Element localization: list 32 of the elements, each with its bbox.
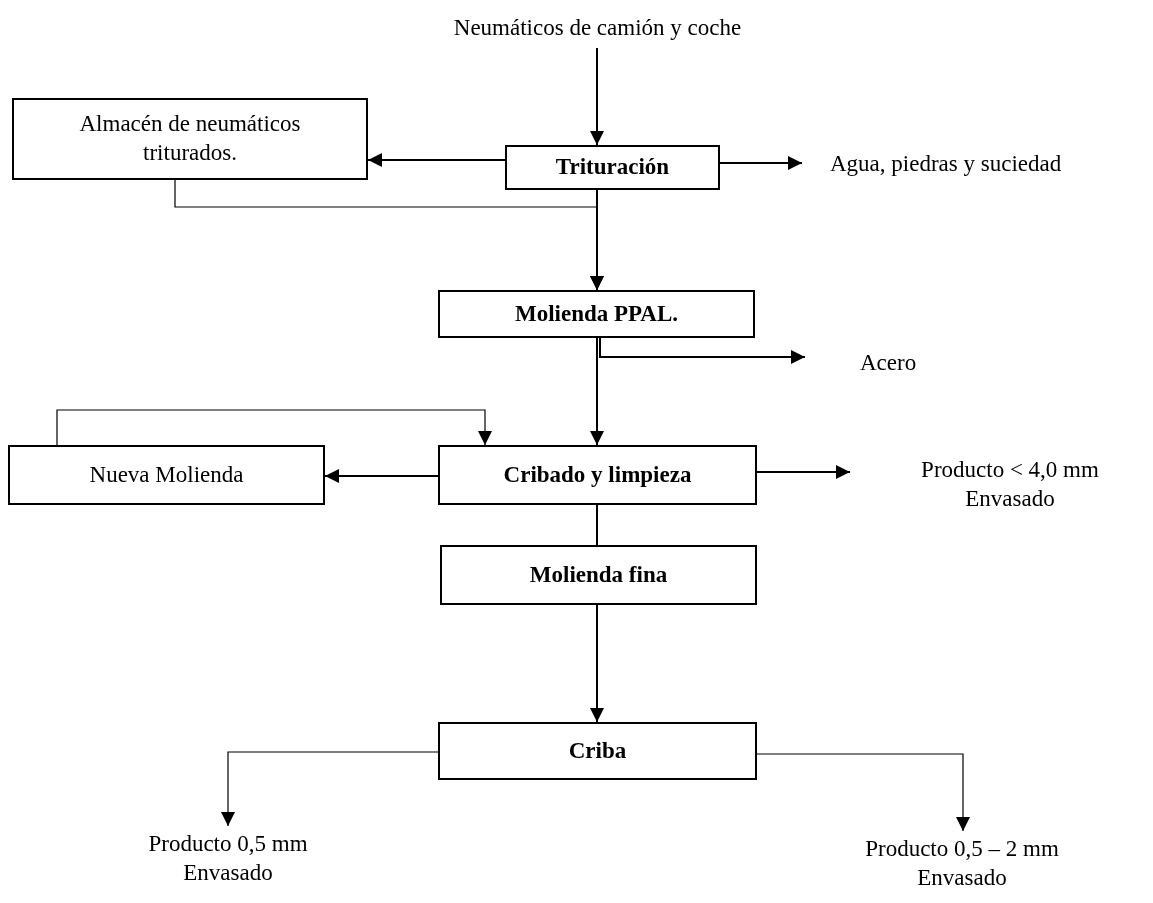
box-text: Molienda PPAL. [514,299,679,328]
box-text: Nueva Molienda [89,460,244,489]
flow-label: Neumáticos de camión y coche [420,8,775,48]
process-box [8,445,325,505]
process-box [440,545,757,605]
arrow [367,153,506,167]
flow-label: Producto 0,5 – 2 mm Envasado [832,831,1092,897]
flow-label: Producto 0,5 mm Envasado [108,826,348,892]
box-text: Cribado y limpieza [503,460,692,489]
process-box [12,98,368,180]
arrow [719,156,803,170]
arrow [756,753,970,832]
arrow [599,337,806,364]
arrow [590,337,604,446]
arrow [756,465,851,479]
box-text: Molienda fina [529,560,668,589]
arrow [56,409,492,446]
arrow [590,47,604,146]
process-box [438,290,755,338]
box-text: Almacén de neumáticos triturados. [78,110,302,167]
process-box [505,145,720,190]
flow-label: Producto < 4,0 mm Envasado [850,452,1140,518]
flow-label: Agua, piedras y suciedad [802,146,1132,182]
arrow [174,179,604,291]
process-box [438,445,757,505]
box-text: Criba [568,736,627,765]
process-box [438,722,757,780]
arrow [221,751,439,827]
box-text: Trituración [555,153,670,182]
flow-label: Acero [805,345,935,381]
arrow [324,469,439,483]
arrow [590,604,604,723]
